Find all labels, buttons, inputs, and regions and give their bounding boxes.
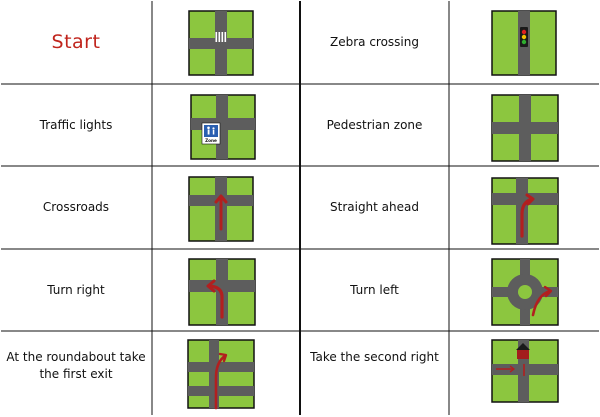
crossroads-straight-arrow-icon [188, 176, 254, 242]
crossroads-left-turn-arrow-icon [188, 258, 256, 326]
two-side-roads-right-turn-icon [187, 339, 255, 410]
card-label-crossroads: Crossroads [42, 200, 110, 214]
card-label-zebra-crossing: Zebra crossing [330, 35, 419, 49]
crossroads-right-turn-arrow-icon [491, 177, 559, 245]
card-label-turn-right: Turn right [47, 282, 105, 297]
card-label-roundabout-first-exit: At the roundabout take the first exit [6, 350, 146, 381]
card-label-turn-left: Turn left [350, 282, 399, 297]
card-label-second-right: Take the second right [310, 350, 439, 364]
zone-sign-text: Zone [205, 138, 217, 143]
roundabout-first-exit-icon [491, 258, 559, 326]
card-label-pedestrian-zone: Pedestrian zone [326, 117, 423, 132]
road-with-traffic-light-icon [491, 10, 557, 76]
card-label-straight-ahead: Straight ahead [330, 200, 419, 214]
road-with-house-arrow-icon [491, 339, 559, 403]
road-crossing-with-zebra-stripes-icon [188, 10, 254, 76]
crossroads-with-pedestrian-zone-sign-icon: Zone [190, 94, 256, 160]
card-label-start: Start [51, 31, 101, 53]
crossroads-icon [491, 94, 559, 162]
card-label-traffic-lights: Traffic lights [39, 117, 113, 132]
